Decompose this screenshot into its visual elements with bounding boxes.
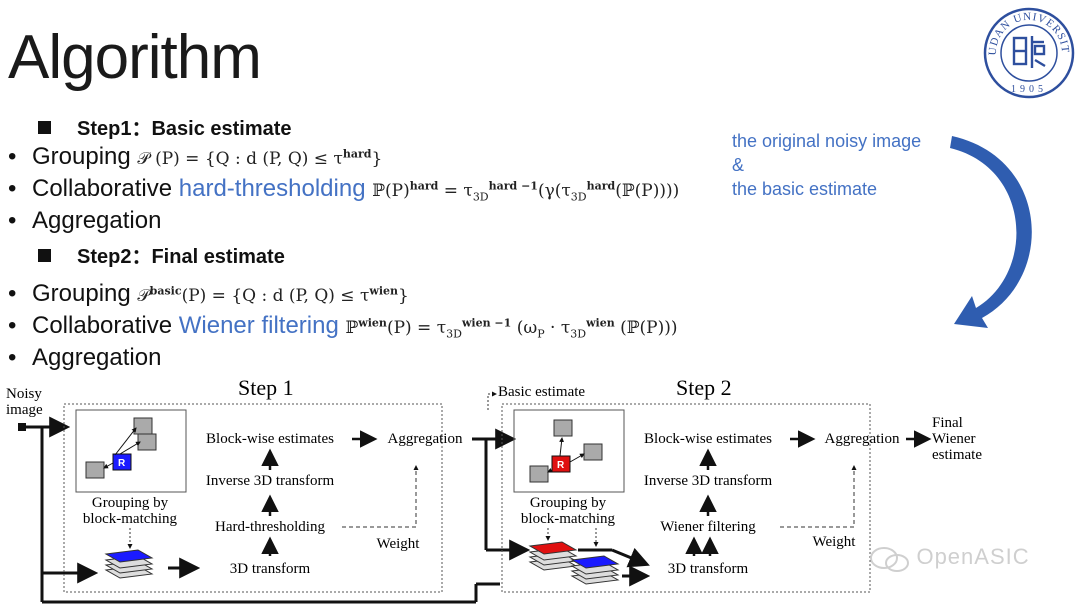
svg-text:3D transform: 3D transform: [668, 561, 749, 577]
hard-threshold-formula: ℙ(P)hard = τ3Dhard −1(γ(τ3Dhard(ℙ(P)))): [372, 179, 680, 204]
curved-arrow-icon: [950, 136, 1032, 328]
block-stack-blue-2: [570, 555, 620, 585]
noisy-image-label: Noisy: [6, 386, 42, 402]
svg-text:1905: 1905: [1011, 84, 1047, 95]
grouping-formula-1: 𝒫 (P) = {Q : d (P, Q) ≤ τhard}: [137, 147, 383, 169]
svg-text:block-matching: block-matching: [83, 511, 178, 527]
svg-text:estimate: estimate: [932, 447, 982, 463]
svg-text:Wiener filtering: Wiener filtering: [660, 519, 756, 535]
block-stack-red: [528, 541, 578, 571]
svg-text:Aggregation: Aggregation: [388, 431, 463, 447]
svg-text:Inverse 3D transform: Inverse 3D transform: [644, 473, 773, 489]
wiener-formula: ℙwien(P) = τ3Dwien −1 (ωP · τ3Dwien (ℙ(P…: [345, 316, 678, 341]
final-estimate-label: Final: [932, 415, 963, 431]
square-bullet-icon: [38, 121, 51, 135]
svg-text:Wiener: Wiener: [932, 431, 976, 447]
watermark: OpenASIC: [868, 544, 1030, 575]
svg-text:Weight: Weight: [813, 534, 857, 550]
svg-text:Inverse 3D transform: Inverse 3D transform: [206, 473, 335, 489]
bm3d-flow-diagram: Noisy image Step 1 R Grouping by block-m…: [6, 375, 982, 604]
step2-collaborative-bullet: •Collaborative Wiener filtering ℙwien(P)…: [8, 312, 678, 341]
reference-block-red: [551, 455, 571, 473]
step1-heading: Step1：Basic estimate: [38, 112, 292, 141]
step2-heading: Step2：Final estimate: [38, 240, 285, 269]
slide-title: Algorithm: [8, 23, 262, 92]
svg-text:R: R: [118, 458, 126, 469]
svg-text:Aggregation: Aggregation: [825, 431, 900, 447]
step2-grouping-bullet: •Grouping 𝒫basic(P) = {Q : d (P, Q) ≤ τw…: [8, 280, 409, 307]
step2-aggregation-bullet: •Aggregation: [8, 344, 162, 371]
svg-text:Weight: Weight: [377, 536, 421, 552]
square-bullet-icon: [38, 249, 51, 263]
fudan-university-logo: FUDAN UNIVERSITY 1905: [982, 6, 1075, 99]
step2-title: Step 2: [676, 375, 732, 400]
svg-text:3D transform: 3D transform: [230, 561, 311, 577]
basic-estimate-label: Basic estimate: [498, 384, 585, 400]
wechat-icon: [870, 546, 909, 572]
reference-block-blue: [112, 453, 132, 471]
step1-grouping-bullet: •Grouping 𝒫 (P) = {Q : d (P, Q) ≤ τhard}: [8, 143, 383, 170]
step1-aggregation-bullet: •Aggregation: [8, 207, 162, 234]
grouping-formula-2: 𝒫basic(P) = {Q : d (P, Q) ≤ τwien}: [137, 284, 409, 306]
svg-text:block-matching: block-matching: [521, 511, 616, 527]
svg-text:image: image: [6, 402, 43, 418]
svg-text:Grouping by: Grouping by: [530, 495, 607, 511]
step1-title: Step 1: [238, 375, 294, 400]
svg-text:Hard-thresholding: Hard-thresholding: [215, 519, 325, 535]
svg-text:Grouping by: Grouping by: [92, 495, 169, 511]
input-note: the original noisy image & the basic est…: [732, 131, 922, 199]
svg-text:R: R: [557, 460, 565, 471]
step1-collaborative-bullet: •Collaborative hard-thresholding ℙ(P)har…: [8, 175, 680, 204]
block-stack-blue: [104, 549, 154, 579]
svg-text:Block-wise estimates: Block-wise estimates: [644, 431, 772, 447]
svg-text:Block-wise estimates: Block-wise estimates: [206, 431, 334, 447]
